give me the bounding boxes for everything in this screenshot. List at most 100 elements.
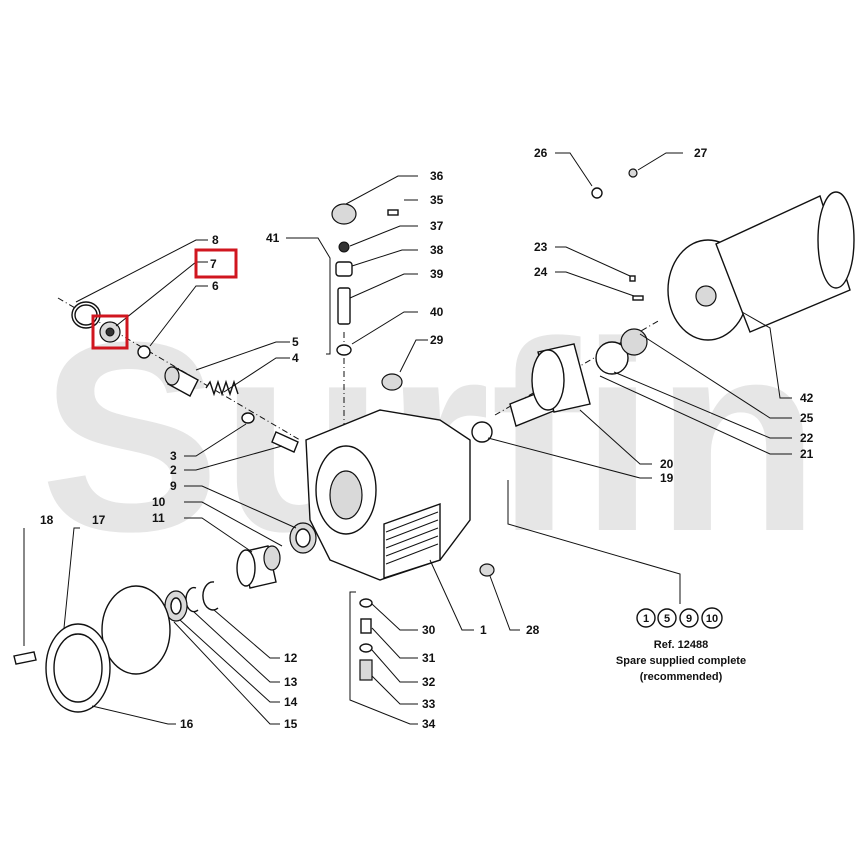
callout-14: 14 bbox=[284, 695, 298, 709]
part-27-nut bbox=[628, 168, 638, 178]
callout-27: 27 bbox=[694, 146, 708, 160]
part-1-grill-lines bbox=[385, 511, 439, 565]
highlight-part-7 bbox=[91, 314, 129, 350]
part-12-clip bbox=[202, 581, 219, 611]
callout-10: 10 bbox=[152, 495, 166, 509]
part-31-sleeve bbox=[360, 618, 372, 634]
callout-26: 26 bbox=[534, 146, 548, 160]
callout-42: 42 bbox=[800, 391, 814, 405]
part-11-sleeve-face bbox=[236, 549, 256, 587]
callout-11: 11 bbox=[152, 511, 165, 525]
part-18-screw bbox=[13, 651, 37, 665]
callout-29: 29 bbox=[430, 333, 444, 347]
callout-31: 31 bbox=[422, 651, 436, 665]
part-42-motor-shaft bbox=[695, 285, 717, 307]
callout-1: 1 bbox=[480, 623, 487, 637]
part-26-washer bbox=[591, 187, 603, 199]
part-40-washer bbox=[336, 344, 352, 356]
callout-4: 4 bbox=[292, 351, 299, 365]
callout-20: 20 bbox=[660, 457, 674, 471]
kit-circle-5 bbox=[657, 608, 677, 628]
kit-part-10: 10 bbox=[706, 613, 718, 625]
part-37-ball bbox=[338, 241, 350, 253]
callout-18: 18 bbox=[40, 513, 54, 527]
callout-labels: 36 35 37 38 39 40 41 29 26 27 23 24 8 7 … bbox=[40, 146, 814, 731]
leader-lines bbox=[23, 152, 792, 725]
callout-5: 5 bbox=[292, 335, 299, 349]
callout-41: 41 bbox=[266, 231, 280, 245]
part-23-pin bbox=[629, 275, 636, 282]
callout-16: 16 bbox=[180, 717, 194, 731]
callout-38: 38 bbox=[430, 243, 444, 257]
part-28-plug bbox=[479, 563, 495, 577]
callout-19: 19 bbox=[660, 471, 674, 485]
part-42-motor-body bbox=[715, 195, 851, 333]
callout-22: 22 bbox=[800, 431, 814, 445]
part-36-knob bbox=[331, 203, 357, 225]
callout-12: 12 bbox=[284, 651, 298, 665]
callout-2: 2 bbox=[170, 463, 177, 477]
part-16-gasket bbox=[101, 585, 171, 675]
callout-33: 33 bbox=[422, 697, 436, 711]
callout-35: 35 bbox=[430, 193, 444, 207]
part-10-bearing bbox=[263, 545, 281, 571]
callout-36: 36 bbox=[430, 169, 444, 183]
part-30-washer bbox=[359, 598, 373, 608]
spare-kit-block: 1 5 9 10 Ref. 12488 Spare supplied compl… bbox=[616, 607, 746, 683]
kit-ref: Ref. 12488 bbox=[654, 639, 708, 651]
part-5-sleeve-end bbox=[164, 366, 180, 386]
kit-circle-9 bbox=[679, 608, 699, 628]
kit-part-1: 1 bbox=[643, 613, 649, 625]
kit-circle-10 bbox=[701, 607, 723, 629]
part-1-housing-bore-inner bbox=[329, 470, 363, 520]
part-7-seal-center bbox=[105, 327, 115, 337]
callout-21: 21 bbox=[800, 447, 814, 461]
kit-part-5: 5 bbox=[664, 613, 670, 625]
part-2-pin bbox=[271, 431, 299, 453]
callout-34: 34 bbox=[422, 717, 436, 731]
callout-28: 28 bbox=[526, 623, 540, 637]
callout-39: 39 bbox=[430, 267, 444, 281]
part-25-coupling bbox=[620, 328, 648, 356]
part-3-plug bbox=[241, 412, 255, 424]
part-15-bearing-inner bbox=[170, 597, 182, 615]
part-39-stem bbox=[337, 287, 351, 325]
callout-7: 7 bbox=[210, 257, 217, 271]
part-6-ring bbox=[137, 345, 151, 359]
parts-drawing bbox=[13, 168, 855, 713]
callout-37: 37 bbox=[430, 219, 444, 233]
part-9-bearing-inner bbox=[295, 528, 311, 548]
part-22-coupling bbox=[595, 341, 629, 375]
part-38-nut bbox=[335, 261, 353, 277]
callout-32: 32 bbox=[422, 675, 436, 689]
callout-23: 23 bbox=[534, 240, 548, 254]
callout-17: 17 bbox=[92, 513, 106, 527]
callout-24: 24 bbox=[534, 265, 548, 279]
callout-3: 3 bbox=[170, 449, 177, 463]
callout-30: 30 bbox=[422, 623, 436, 637]
part-20-drum-face bbox=[531, 349, 565, 411]
part-17-cover-inner bbox=[53, 633, 103, 703]
part-13-clip bbox=[185, 586, 199, 613]
callout-8: 8 bbox=[212, 233, 219, 247]
callout-6: 6 bbox=[212, 279, 219, 293]
callout-40: 40 bbox=[430, 305, 444, 319]
part-33-valve bbox=[359, 659, 373, 681]
part-29-plug bbox=[381, 373, 403, 391]
callout-9: 9 bbox=[170, 479, 177, 493]
kit-circle-1 bbox=[636, 608, 656, 628]
part-42-motor-end bbox=[817, 191, 855, 289]
highlight-callout-7 bbox=[194, 248, 238, 279]
part-35-key bbox=[387, 209, 399, 216]
callout-25: 25 bbox=[800, 411, 814, 425]
kit-part-9: 9 bbox=[686, 613, 692, 625]
part-24-pin bbox=[632, 295, 644, 301]
kit-line1: Spare supplied complete bbox=[616, 655, 746, 667]
kit-line2: (recommended) bbox=[640, 671, 723, 683]
callout-13: 13 bbox=[284, 675, 298, 689]
callout-15: 15 bbox=[284, 717, 298, 731]
part-19-ring bbox=[471, 421, 493, 443]
part-32-washer bbox=[359, 643, 373, 653]
